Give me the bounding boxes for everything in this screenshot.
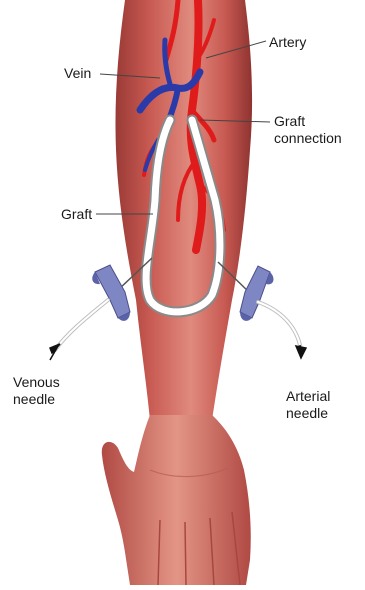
vein-label: Vein bbox=[64, 65, 91, 82]
arterial-arrow bbox=[296, 345, 306, 358]
arterial-needle-label: Arterial needle bbox=[286, 388, 330, 422]
venous-arrow bbox=[50, 344, 60, 360]
hand bbox=[102, 415, 251, 585]
artery-label: Artery bbox=[269, 34, 306, 51]
graft-connection-label: Graft connection bbox=[274, 113, 342, 147]
arterial-needle-label-line2: needle bbox=[286, 405, 330, 422]
graft-connection-label-line2: connection bbox=[274, 130, 342, 147]
forearm bbox=[115, 0, 252, 420]
venous-needle-label-line1: Venous bbox=[13, 374, 60, 391]
graft-connection-label-line1: Graft bbox=[274, 113, 342, 130]
venous-needle-label: Venous needle bbox=[13, 374, 60, 408]
venous-needle-label-line2: needle bbox=[13, 391, 60, 408]
graft-label: Graft bbox=[61, 206, 92, 223]
arterial-needle-label-line1: Arterial bbox=[286, 388, 330, 405]
